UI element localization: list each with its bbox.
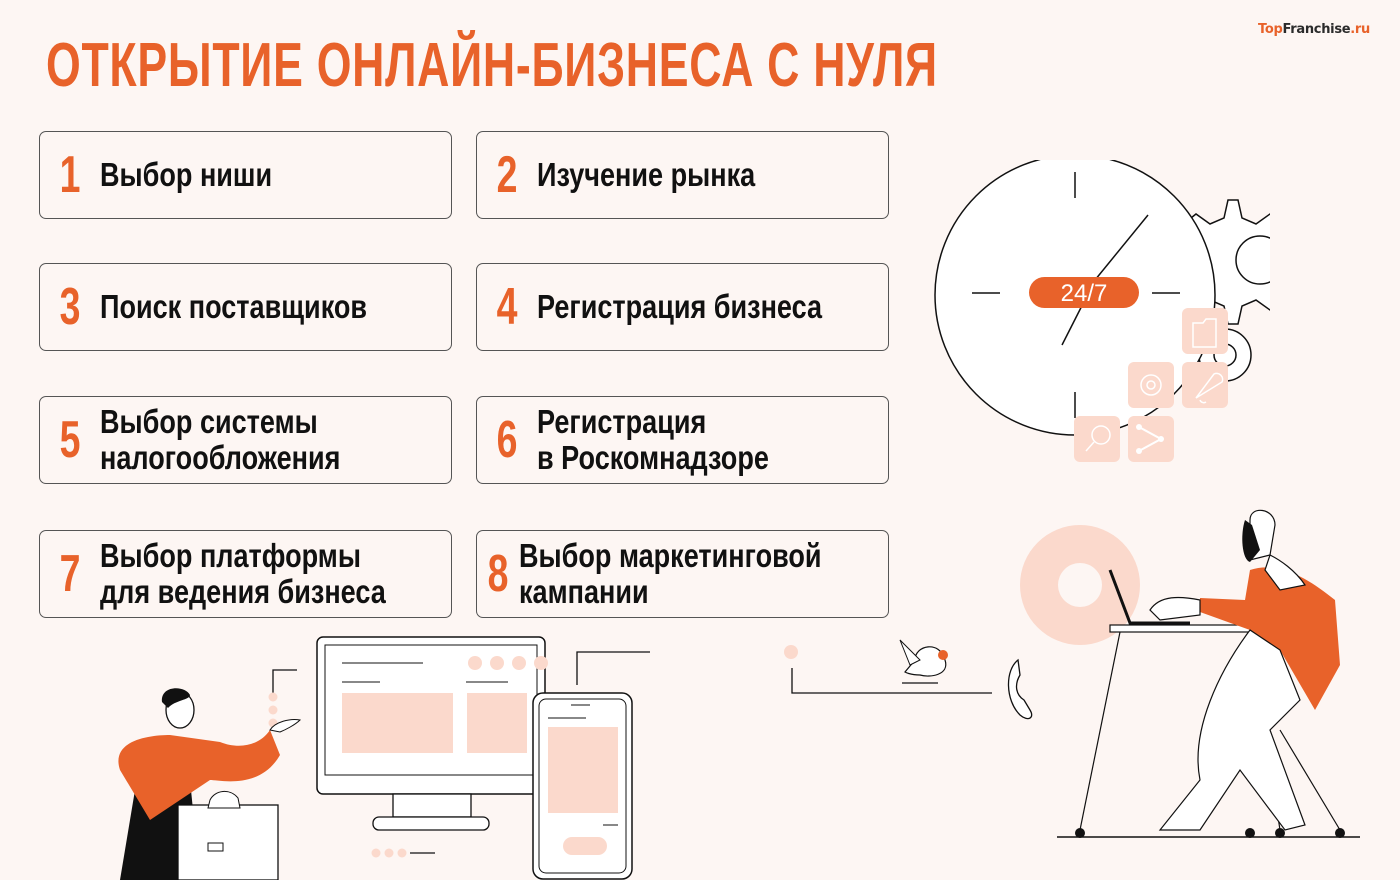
monitor-icon — [316, 636, 548, 831]
bird-icon — [899, 639, 948, 684]
step-card-4: 4 Регистрация бизнеса — [476, 263, 889, 351]
search-icon — [1074, 416, 1120, 462]
step-label-line: кампании — [519, 573, 649, 610]
folder-icon — [1182, 308, 1228, 354]
clock-hand-minute — [1094, 214, 1149, 281]
man-at-laptop-illustration — [1149, 509, 1340, 831]
step-label-line: Поиск поставщиков — [100, 288, 368, 325]
step-label-line: Изучение рынка — [537, 156, 756, 193]
share-icon — [1128, 416, 1174, 462]
laptop-icon — [1108, 569, 1190, 625]
step-card-7: 7 Выбор платформы для ведения бизнеса — [39, 530, 452, 618]
step-number: 7 — [59, 545, 81, 603]
step-number: 4 — [496, 278, 518, 336]
step-number: 1 — [59, 146, 81, 204]
step-label: Выбор платформы для ведения бизнеса — [100, 538, 386, 610]
brand-part-franchise: Franchise — [1282, 22, 1351, 37]
step-card-1: 1 Выбор ниши — [39, 131, 452, 219]
step-label: Регистрация бизнеса — [537, 289, 822, 325]
step-card-6: 6 Регистрация в Роскомнадзоре — [476, 396, 889, 484]
step-number: 5 — [59, 411, 81, 469]
clock-illustration: 24/7 — [934, 160, 1270, 462]
phone-handset-icon — [1007, 658, 1033, 720]
devices-illustration — [118, 636, 650, 880]
step-number: 8 — [487, 545, 509, 603]
brand-logo: TopFranchise.ru — [1258, 22, 1370, 37]
step-label: Регистрация в Роскомнадзоре — [537, 404, 769, 476]
bell-icon — [1182, 362, 1228, 408]
step-label: Выбор маркетинговой кампании — [519, 538, 822, 610]
step-number: 6 — [496, 411, 518, 469]
step-card-2: 2 Изучение рынка — [476, 131, 889, 219]
step-label-line: для ведения бизнеса — [100, 573, 386, 610]
man-with-briefcase-illustration — [118, 688, 302, 880]
step-label-line: Регистрация — [537, 403, 707, 440]
step-label-line: в Роскомнадзоре — [537, 439, 769, 476]
badge-24-7 — [1029, 277, 1139, 308]
phone-icon — [532, 692, 633, 880]
step-label-line: Выбор маркетинговой — [519, 537, 822, 574]
step-label: Выбор ниши — [100, 157, 272, 193]
step-number: 3 — [59, 278, 81, 336]
step-card-3: 3 Поиск поставщиков — [39, 263, 452, 351]
step-label: Выбор системы налогообложения — [100, 404, 340, 476]
step-label-line: Выбор ниши — [100, 156, 273, 193]
gear-decor-icon — [1020, 525, 1140, 645]
workspace-illustration — [784, 509, 1360, 838]
page-title: ОТКРЫТИЕ ОНЛАЙН-БИЗНЕСА С НУЛЯ — [46, 31, 938, 100]
step-card-5: 5 Выбор системы налогообложения — [39, 396, 452, 484]
step-label-line: Регистрация бизнеса — [537, 288, 823, 325]
step-card-8: 8 Выбор маркетинговой кампании — [476, 530, 889, 618]
brand-part-domain: .ru — [1350, 22, 1370, 37]
step-label-line: налогообложения — [100, 439, 341, 476]
step-label: Изучение рынка — [537, 157, 755, 193]
step-label: Поиск поставщиков — [100, 289, 367, 325]
brand-part-top: Top — [1258, 22, 1283, 37]
step-label-line: Выбор системы — [100, 403, 318, 440]
step-number: 2 — [496, 146, 518, 204]
gear-icon — [1128, 362, 1174, 408]
step-label-line: Выбор платформы — [100, 537, 361, 574]
badge-24-7-text: 24/7 — [1061, 280, 1108, 307]
